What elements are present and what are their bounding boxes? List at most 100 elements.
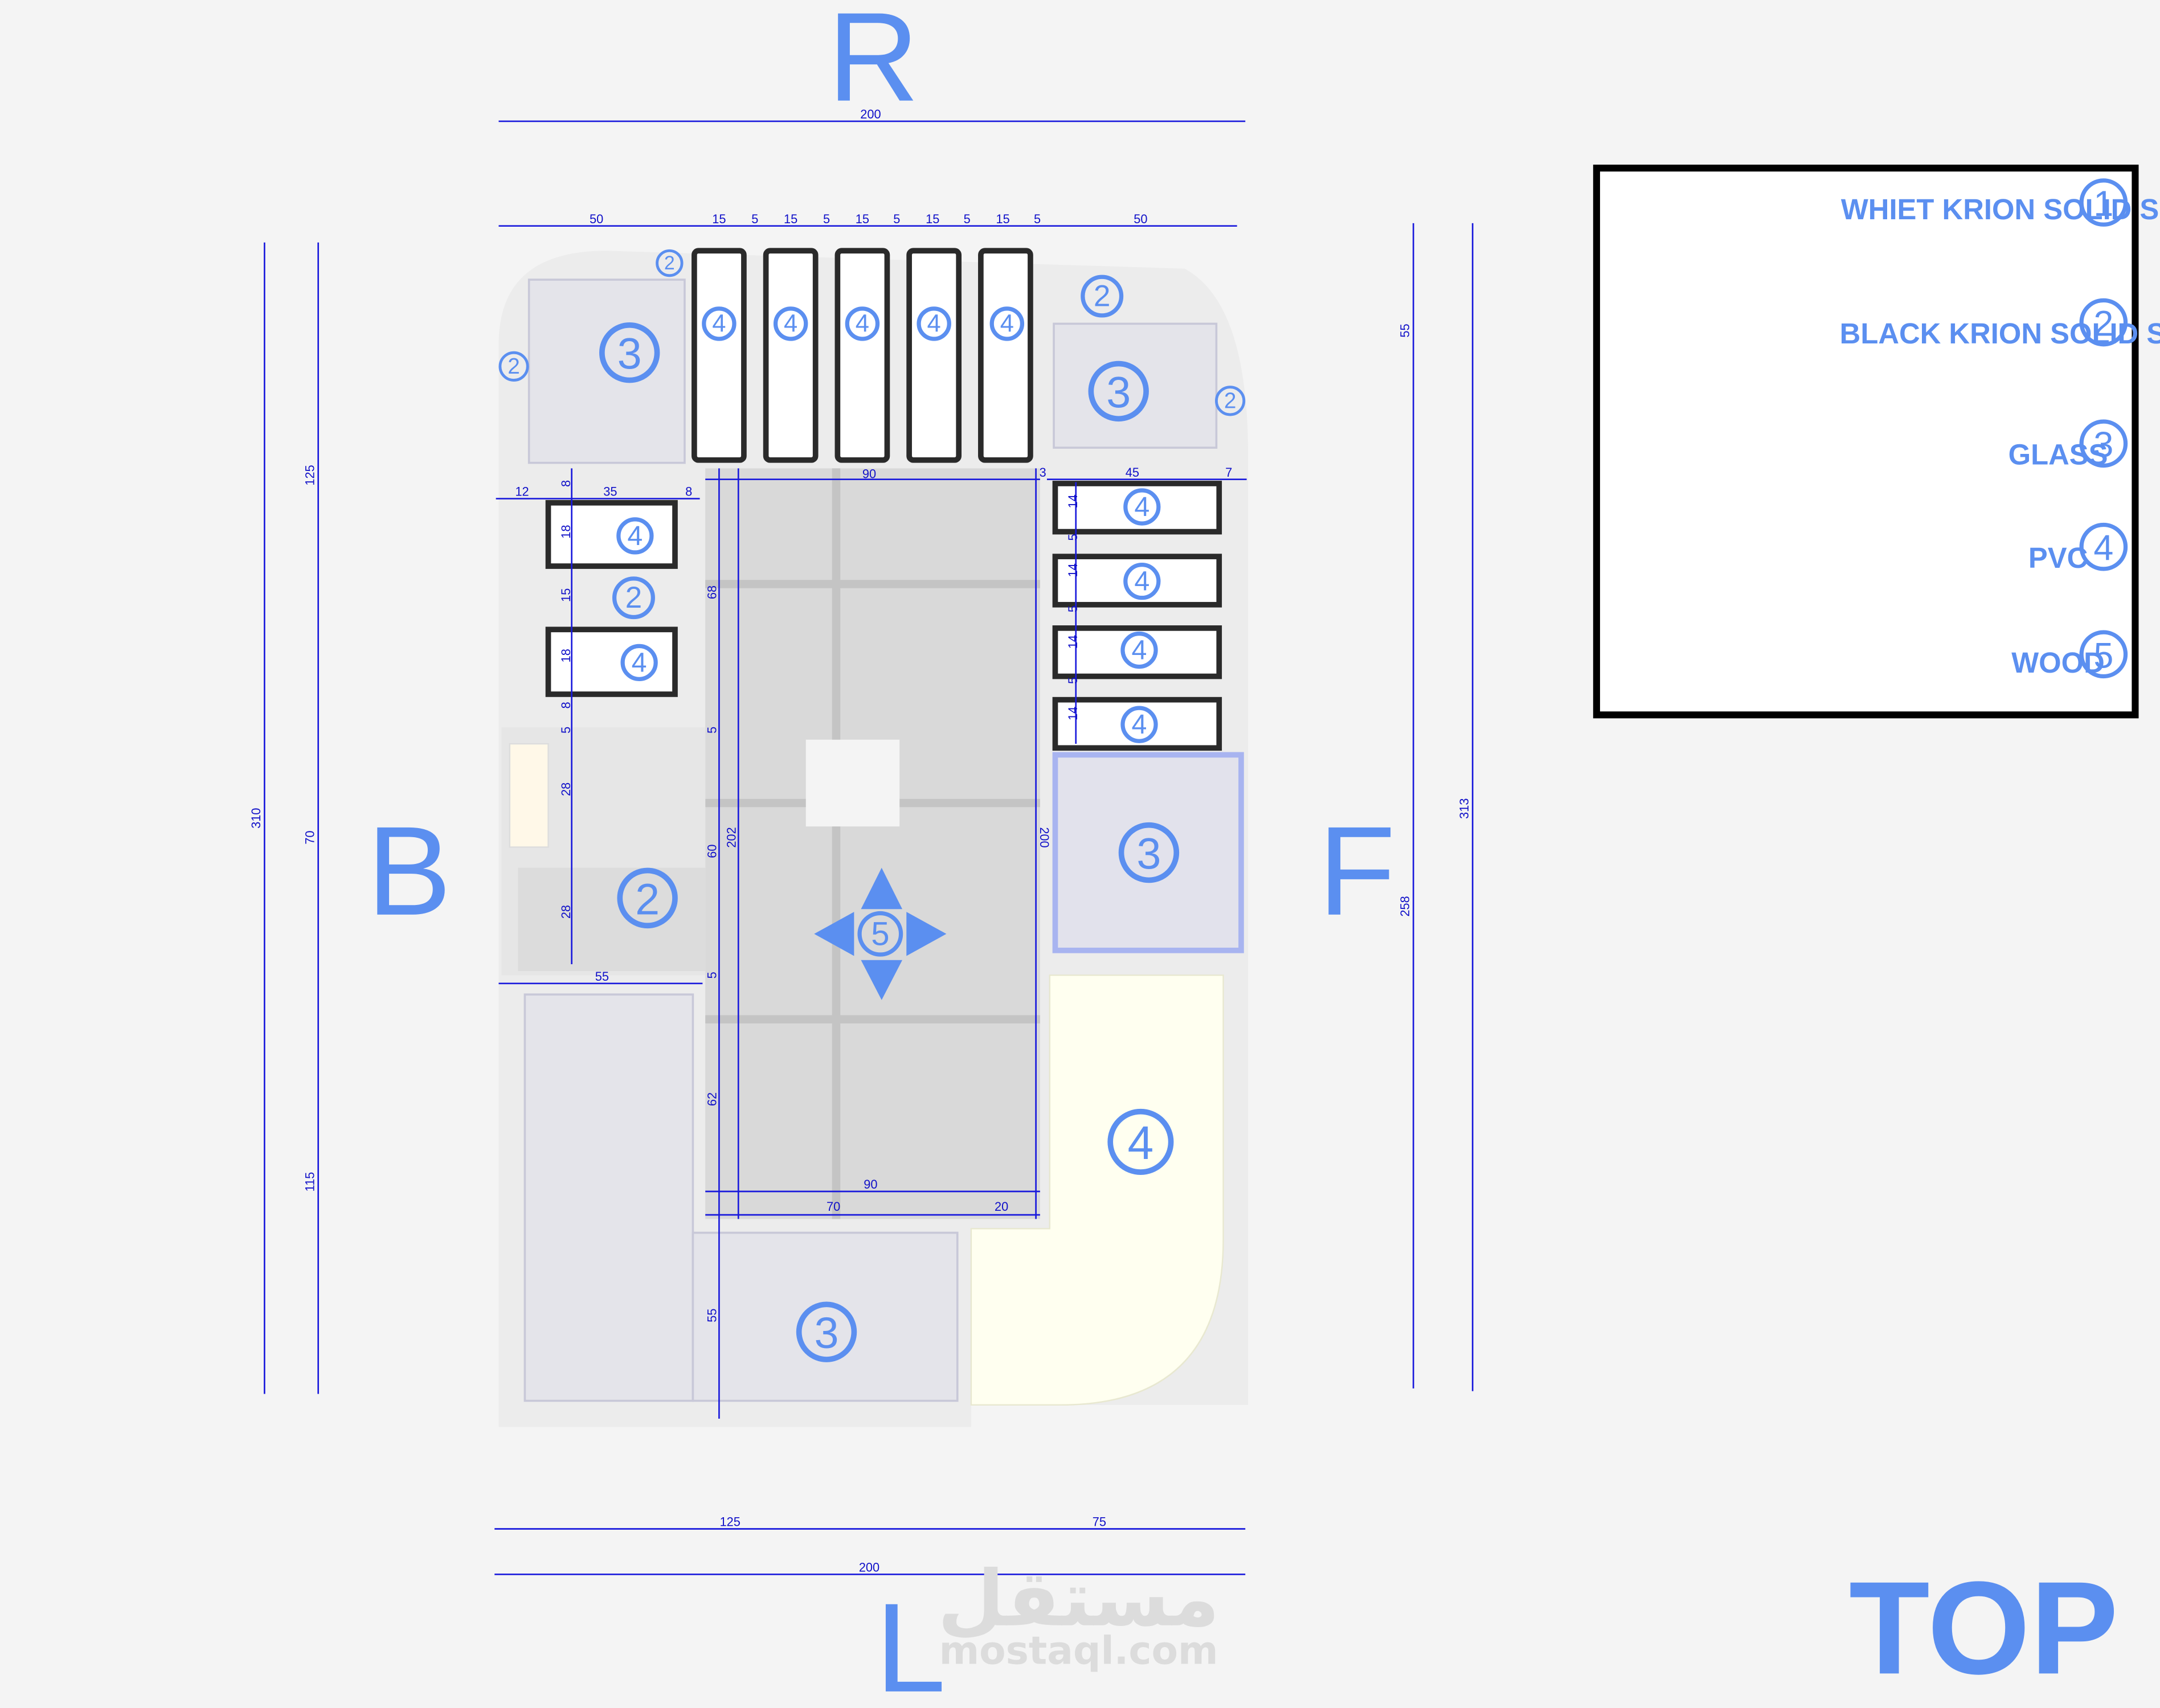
marker-2: 2: [1081, 275, 1124, 318]
dim-label: 50: [1134, 212, 1147, 226]
dim-label: 5: [823, 212, 830, 226]
dimension-labels: 200 50 15 5 15 5 15 5 15 5 15 5 50 12 35…: [249, 107, 1471, 1574]
svg-text:4: 4: [1132, 635, 1147, 666]
dim-label: 125: [720, 1515, 741, 1529]
side-label-top: R: [828, 0, 919, 128]
dim-label: 200: [860, 107, 881, 121]
marker-4: 4: [620, 644, 658, 681]
glass-top-right: [1053, 322, 1218, 449]
dim-label: 14: [1066, 563, 1080, 577]
svg-text:4: 4: [856, 310, 869, 337]
dim-label: 90: [862, 466, 876, 481]
dim-label: 8: [559, 702, 573, 708]
dim-label: 5: [1066, 534, 1080, 540]
marker-5: 5: [857, 911, 903, 957]
svg-text:4: 4: [1134, 566, 1149, 597]
dim-label: 5: [1066, 605, 1080, 612]
svg-text:2: 2: [1224, 388, 1237, 413]
dim-label: 50: [590, 212, 603, 226]
svg-text:3: 3: [1106, 368, 1131, 417]
svg-text:1: 1: [2093, 184, 2113, 224]
dim-label: 5: [751, 212, 758, 226]
marker-4: 4: [1120, 631, 1158, 669]
marker-3: 3: [599, 322, 660, 383]
marker-4: 4: [989, 306, 1025, 341]
side-label-left: B: [367, 801, 451, 942]
dim-label: 15: [559, 588, 573, 602]
dim-label: 55: [705, 1309, 719, 1322]
marker-2: 2: [1214, 386, 1246, 416]
svg-text:4: 4: [2093, 529, 2113, 568]
dim-label: 35: [603, 485, 617, 499]
marker-2: 2: [656, 249, 684, 277]
svg-text:2: 2: [664, 252, 675, 274]
move-arrows-icon: [814, 867, 947, 1000]
dim-label: 62: [705, 1092, 719, 1106]
svg-text:4: 4: [927, 310, 941, 337]
svg-text:4: 4: [1000, 310, 1014, 337]
svg-text:PVC: PVC: [2028, 542, 2088, 574]
dim-label: 68: [705, 585, 719, 599]
dim-label: 14: [1066, 707, 1080, 720]
dim-label: 15: [926, 212, 939, 226]
marker-4: 4: [702, 306, 737, 341]
material-markers: 2 2 3 4 4 4 4 4 2 3 2 4 2 4 2 5 4 4 4 4 …: [498, 249, 1246, 1362]
glass-bottom: [692, 1231, 959, 1402]
marker-3: 3: [1118, 822, 1180, 883]
view-label: TOP: [1849, 1554, 2118, 1702]
svg-text:3: 3: [2093, 425, 2113, 465]
svg-text:2: 2: [1094, 280, 1111, 313]
marker-2: 2: [617, 867, 678, 929]
marker-4: 4: [616, 517, 654, 555]
dim-label: 5: [705, 972, 719, 978]
dim-label: 310: [249, 808, 263, 828]
svg-text:3: 3: [617, 330, 642, 379]
marker-4: 4: [1107, 1108, 1174, 1175]
dim-label: 5: [964, 212, 971, 226]
dim-label: 5: [1034, 212, 1041, 226]
svg-text:4: 4: [1134, 491, 1149, 522]
dim-label: 8: [685, 485, 692, 499]
legend-item: WHIET KRION SOLID SURFACE1: [1841, 178, 2160, 227]
dim-label: 12: [515, 485, 529, 499]
watermark-latin: mostaql.com: [939, 1628, 1218, 1673]
dim-label: 14: [1066, 635, 1080, 649]
dim-label: 15: [712, 212, 726, 226]
svg-text:4: 4: [712, 310, 726, 337]
dim-label: 15: [996, 212, 1009, 226]
dim-label: 60: [705, 845, 719, 858]
dim-label: 115: [302, 1172, 317, 1192]
dim-label: 202: [724, 827, 738, 847]
watermark-arabic: مستقل: [938, 1554, 1220, 1644]
dim-label: 14: [1066, 494, 1080, 508]
svg-text:3: 3: [1136, 830, 1161, 879]
dim-label: 5: [559, 727, 573, 734]
dim-label: 28: [559, 783, 573, 796]
svg-text:5: 5: [2093, 636, 2113, 675]
svg-text:5: 5: [871, 915, 889, 952]
dim-label: 55: [1398, 323, 1412, 337]
dimension-lines: [263, 120, 1474, 1575]
dim-label: 258: [1398, 896, 1412, 916]
side-label-bottom: L: [876, 1578, 946, 1708]
svg-text:4: 4: [627, 521, 643, 551]
dim-label: 18: [559, 525, 573, 539]
svg-text:4: 4: [632, 647, 647, 678]
marker-4: 4: [1123, 488, 1161, 526]
material-legend: WHIET KRION SOLID SURFACE1 BLACK KRION S…: [1593, 165, 2160, 719]
glass-right: [1052, 752, 1244, 953]
svg-text:4: 4: [1132, 709, 1147, 740]
dim-label: 75: [1093, 1515, 1106, 1529]
svg-text:4: 4: [1128, 1117, 1154, 1169]
svg-text:GLASS: GLASS: [2008, 439, 2108, 471]
dim-label: 3: [1040, 465, 1046, 480]
floor-square: [805, 739, 900, 827]
wood-counter: [970, 974, 1224, 1406]
dim-label: 15: [784, 212, 797, 226]
dim-label: 70: [827, 1199, 840, 1214]
marker-2: 2: [612, 576, 655, 620]
svg-text:2: 2: [635, 875, 660, 924]
